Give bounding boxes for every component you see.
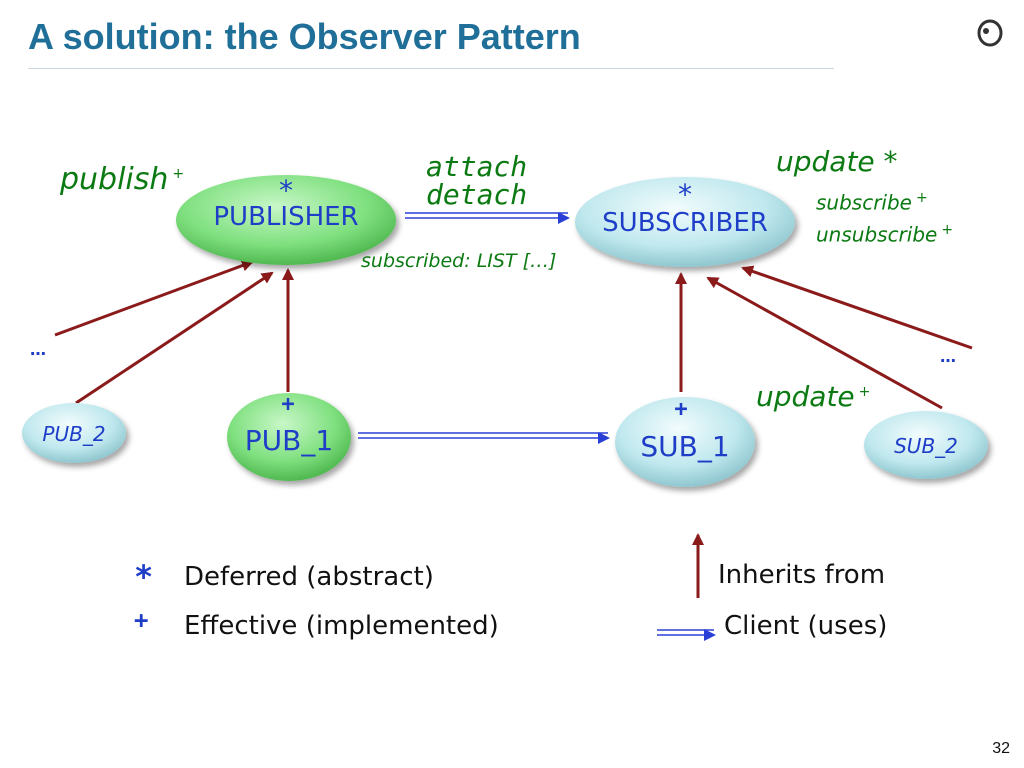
publisher-node bbox=[176, 175, 396, 265]
update-effective-mark: + bbox=[858, 383, 871, 400]
inheritance-arrow-sub2-to-subscriber bbox=[706, 276, 943, 410]
legend-deferred-mark: * bbox=[134, 558, 154, 596]
publish-feature-label: publish+ bbox=[60, 162, 185, 197]
pub-1-node bbox=[227, 393, 351, 481]
legend-effective-text: Effective (implemented) bbox=[184, 611, 499, 641]
unsubscribe-effective-mark: + bbox=[941, 222, 954, 238]
pub-2-node bbox=[22, 403, 126, 463]
slide-title: A solution: the Observer Pattern bbox=[28, 16, 581, 57]
unsubscribe-feature-label: unsubscribe+ bbox=[816, 222, 954, 247]
update-deferred-label: update * bbox=[776, 145, 898, 178]
publisher-deferred-mark: * bbox=[277, 174, 295, 207]
sub-1-effective-mark: + bbox=[674, 397, 688, 422]
update-effective-label: update+ bbox=[756, 380, 871, 413]
title-divider bbox=[28, 68, 834, 69]
detach-feature-label: detach bbox=[426, 178, 528, 211]
subscriber-label: SUBSCRIBER bbox=[602, 208, 768, 238]
sub-2-label: SUB_2 bbox=[894, 434, 958, 458]
more-publishers-ellipsis: … bbox=[30, 340, 46, 359]
legend-client-text: Client (uses) bbox=[724, 611, 888, 641]
inheritance-arrow-ellipsis-to-publisher bbox=[54, 259, 254, 337]
sub-1-node bbox=[615, 397, 755, 487]
inheritance-arrows bbox=[54, 259, 973, 410]
attach-feature-label: attach bbox=[426, 150, 528, 183]
client-arrows bbox=[358, 212, 610, 444]
publisher-label: PUBLISHER bbox=[213, 202, 359, 232]
page-number: 32 bbox=[992, 740, 1010, 757]
subscriber-deferred-mark: * bbox=[676, 178, 694, 211]
subscribe-effective-mark: + bbox=[916, 190, 928, 206]
sub-1-label: SUB_1 bbox=[640, 430, 730, 463]
more-subscribers-ellipsis: … bbox=[940, 347, 956, 366]
pub-2-label: PUB_2 bbox=[42, 422, 106, 446]
pub-1-label: PUB_1 bbox=[244, 424, 334, 457]
legend-effective-mark: + bbox=[134, 606, 149, 634]
subscribed-attribute-label: subscribed: LIST […] bbox=[361, 250, 557, 272]
eiffel-logo-icon bbox=[977, 19, 1003, 47]
legend-inherits-text: Inherits from bbox=[718, 560, 886, 590]
subscriber-node bbox=[575, 177, 795, 267]
inheritance-arrow-pub2-to-publisher bbox=[75, 271, 274, 405]
subscribe-feature-label: subscribe+ bbox=[816, 190, 928, 215]
inheritance-arrow-ellipsis-to-subscriber bbox=[741, 265, 973, 350]
sub-2-node bbox=[864, 411, 988, 479]
pub-1-effective-mark: + bbox=[281, 392, 295, 417]
publish-effective-mark: + bbox=[172, 166, 185, 182]
legend-deferred-text: Deferred (abstract) bbox=[184, 562, 434, 592]
